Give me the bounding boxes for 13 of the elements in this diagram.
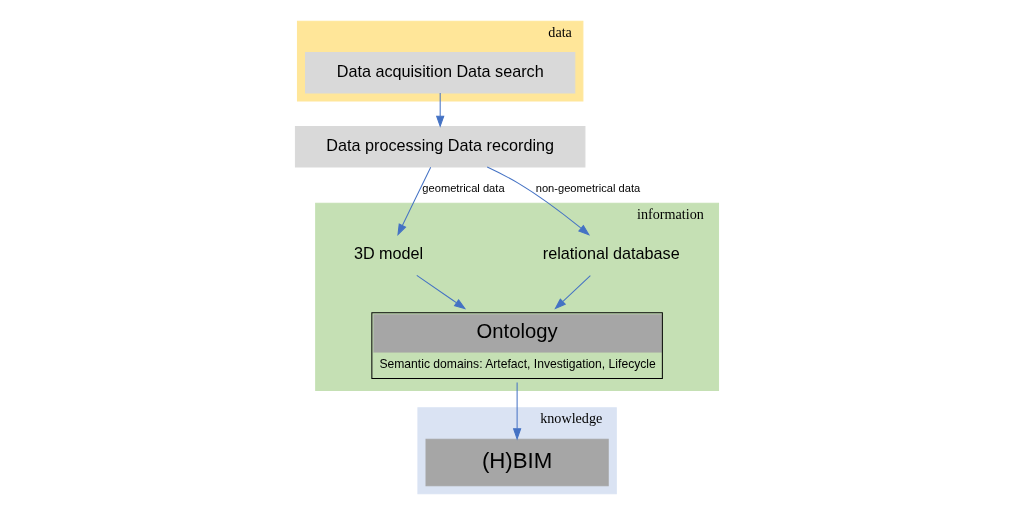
arrow [415,274,466,309]
arrow [512,381,521,440]
node-box: Data processing Data recording [294,125,585,167]
node-text: 3D model [353,243,423,262]
node-box: (H)BIM [425,438,609,486]
edge-label: geometrical data [421,181,505,194]
arrow [435,92,444,128]
edge-label: non-geometrical data [535,181,640,194]
node-text: relational database [542,243,680,262]
node-box: Data acquisition Data search [304,51,575,93]
arrow [486,166,590,236]
arrow [553,274,591,310]
arrow [396,166,431,236]
